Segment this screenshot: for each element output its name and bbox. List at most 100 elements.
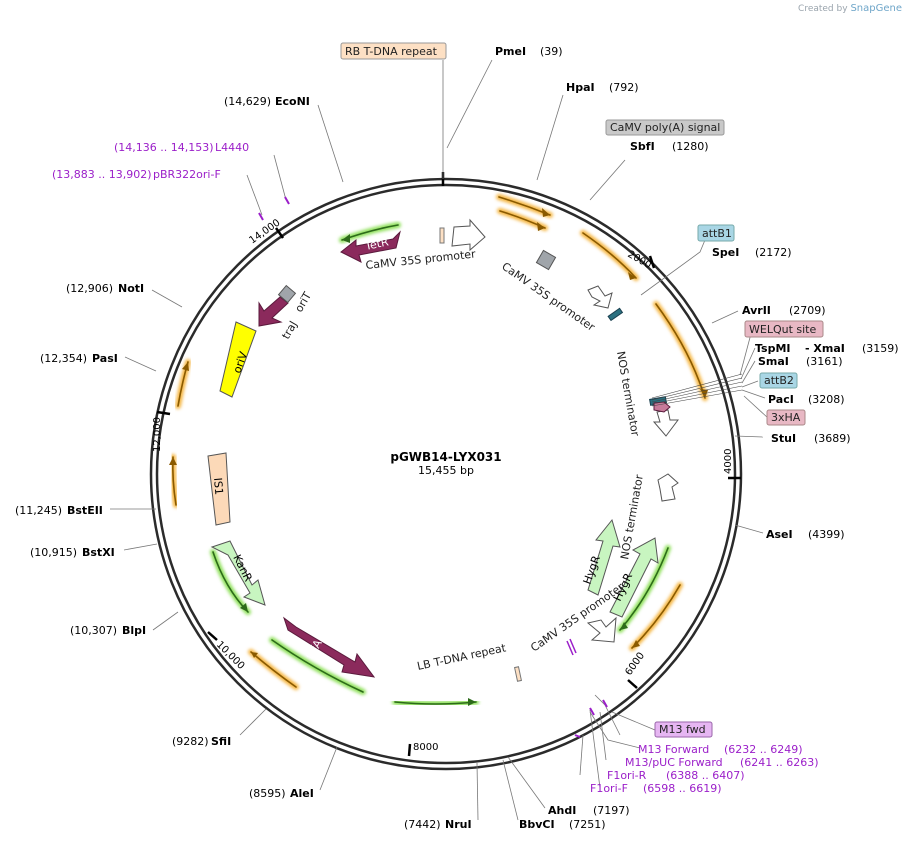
tick-14000 — [274, 227, 285, 239]
tick-label-12000: 12,000 — [152, 417, 163, 452]
lb-repeat-label: LB T-DNA repeat — [416, 641, 508, 673]
trai-arrow — [258, 296, 289, 327]
site-tspmi-pos: (3159) — [862, 342, 899, 355]
camv35s-label-3: CaMV 35S promoter — [528, 580, 626, 654]
site-tspmi: TspMI — [755, 342, 791, 355]
site-sbfi-pos: (1280) — [672, 140, 709, 153]
primer-l4440-mark — [284, 196, 290, 205]
nos-arrow-1 — [652, 409, 679, 437]
primer-pbr322ori: pBR322ori-F — [153, 168, 221, 181]
orf-arc-green-1 — [339, 222, 401, 243]
primer-m13-mark — [589, 707, 595, 716]
site-paci: PacI — [768, 393, 794, 406]
tetr-label: TetR — [363, 235, 390, 253]
primer-f1ori-r-range: (6388 .. 6407) — [666, 769, 745, 782]
site-pasi-pos: (12,354) — [40, 352, 87, 365]
orf-arc-3 — [580, 230, 639, 281]
camv35s-arrow-3 — [586, 616, 617, 643]
lb-repeat-mark — [513, 666, 523, 682]
primer-inner-mark-a — [566, 640, 574, 656]
hygr-arrow-2 — [609, 537, 659, 618]
primer-l4440-range: (14,136 .. 14,153) — [114, 141, 214, 154]
site-ahdi: AhdI — [548, 804, 576, 817]
camv-polya-box — [605, 119, 725, 136]
backbone-inner-ring — [155, 183, 737, 765]
is1-shape — [207, 452, 231, 526]
orf-arc-6 — [248, 649, 299, 690]
site-noti: NotI — [118, 282, 144, 295]
welqut-label: WELQut site — [749, 323, 816, 336]
site-econi: EcoNI — [275, 95, 310, 108]
nos-arrow-2 — [657, 473, 679, 502]
backbone-outer-ring — [149, 177, 743, 771]
attb1-box — [697, 224, 735, 242]
site-spei: SpeI — [712, 246, 739, 259]
primer-f1ori-r-mark — [602, 699, 608, 708]
camv35s-label-2: CaMV 35S promoter — [499, 260, 597, 334]
attb1-label: attB1 — [702, 227, 732, 240]
tick-10000 — [207, 631, 218, 641]
m13fwd-label: M13 fwd — [659, 723, 706, 736]
primer-m13puc-forward: M13/pUC Forward — [625, 756, 723, 769]
orf-arc-green-4 — [392, 699, 479, 707]
tick-label-6000: 6000 — [623, 651, 647, 678]
primer-m13puc-forward-range: (6241 .. 6263) — [740, 756, 819, 769]
tick-12000 — [156, 410, 171, 416]
site-asei-pos: (4399) — [808, 528, 845, 541]
site-smai-pos: (3161) — [806, 355, 843, 368]
site-smai: SmaI — [758, 355, 789, 368]
mcs-lines — [651, 373, 743, 407]
tick-label-4000: 4000 — [723, 449, 734, 474]
site-avrii: AvrII — [742, 304, 771, 317]
site-noti-pos: (12,906) — [66, 282, 113, 295]
snapgene-credit: Created by SnapGene — [798, 3, 902, 14]
site-asei: AseI — [766, 528, 793, 541]
kanr-label: KanR — [230, 552, 255, 584]
site-avrii-pos: (2709) — [789, 304, 826, 317]
site-leaders — [110, 59, 769, 821]
camv35s-arrow-2 — [587, 285, 613, 309]
site-stui: StuI — [771, 432, 796, 445]
site-bsteii-pos: (11,245) — [15, 504, 62, 517]
nos-label-1: NOS terminator — [614, 350, 642, 437]
primer-f1ori-r: F1ori-R — [607, 769, 647, 782]
tick-2000 — [648, 255, 656, 269]
site-xmai: - XmaI — [805, 342, 845, 355]
site-ahdi-pos: (7197) — [593, 804, 630, 817]
site-pmei: PmeI — [495, 45, 526, 58]
orf-arc-green-5 — [617, 545, 671, 633]
tetr-arrow — [340, 230, 401, 263]
primer-pbr322ori-mark — [258, 212, 264, 221]
tick-marks — [156, 172, 741, 757]
ha-label: 3xHA — [771, 411, 801, 424]
orf-arcs-orange — [169, 194, 708, 690]
primer-l4440: L4440 — [215, 141, 249, 154]
tick-6000 — [627, 679, 638, 689]
primer-f1ori-f-mark — [574, 734, 581, 738]
hygr-arrow-1 — [587, 518, 621, 596]
primer-f1ori-f-range: (6598 .. 6619) — [643, 782, 722, 795]
primer-m13-forward: M13 Forward — [638, 743, 709, 756]
rb-repeat-mark — [439, 227, 445, 244]
site-bbvci-pos: (7251) — [569, 818, 606, 831]
tick-8000 — [407, 743, 412, 757]
site-sbfi: SbfI — [630, 140, 655, 153]
plasmid-size: 15,455 bp — [418, 464, 474, 477]
plasmid-name: pGWB14-LYX031 — [390, 450, 501, 464]
site-sfii-pos: (9282) — [172, 735, 209, 748]
site-sfii: SfiI — [211, 735, 231, 748]
rb-repeat-box — [340, 42, 447, 60]
credit-text: Created by — [798, 4, 848, 14]
attb1-mark — [607, 307, 624, 322]
snapgene-logo: SnapGene — [850, 3, 902, 14]
is1-label: IS1 — [211, 477, 225, 495]
primer-m13-forward-range: (6232 .. 6249) — [724, 743, 803, 756]
trfa-arrow — [283, 616, 376, 678]
site-pmei-pos: (39) — [540, 45, 563, 58]
site-bsteii: BstEII — [67, 504, 103, 517]
camv35s-arrow-1 — [451, 218, 486, 252]
site-paci-pos: (3208) — [808, 393, 845, 406]
m13fwd-box — [654, 721, 713, 738]
camv-polya-label: CaMV poly(A) signal — [610, 121, 720, 134]
site-hpai-pos: (792) — [609, 81, 639, 94]
